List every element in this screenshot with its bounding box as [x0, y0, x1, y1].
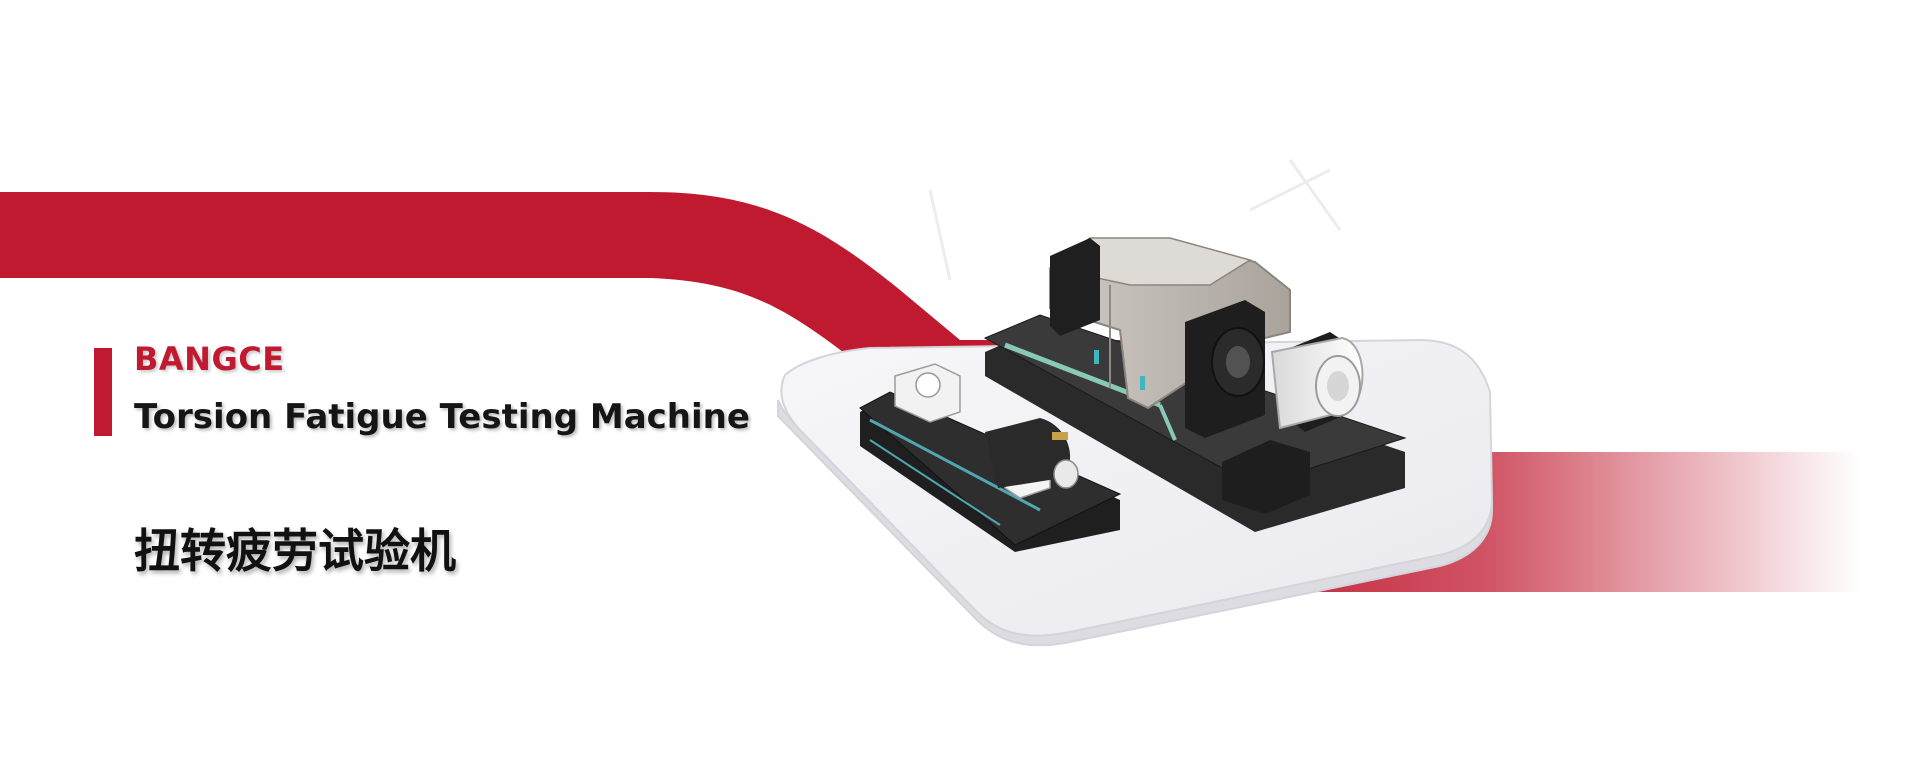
product-title-en: Torsion Fatigue Testing Machine [134, 397, 750, 437]
background-sketch [928, 159, 1342, 281]
red-swoosh-band [0, 192, 1200, 380]
main-machine [983, 237, 1407, 532]
product-title-cn: 扭转疲劳试验机 [134, 524, 456, 578]
brand-accent-bar [94, 348, 112, 436]
brand-name: BANGCE [134, 340, 285, 378]
bench-machine [859, 363, 1122, 552]
